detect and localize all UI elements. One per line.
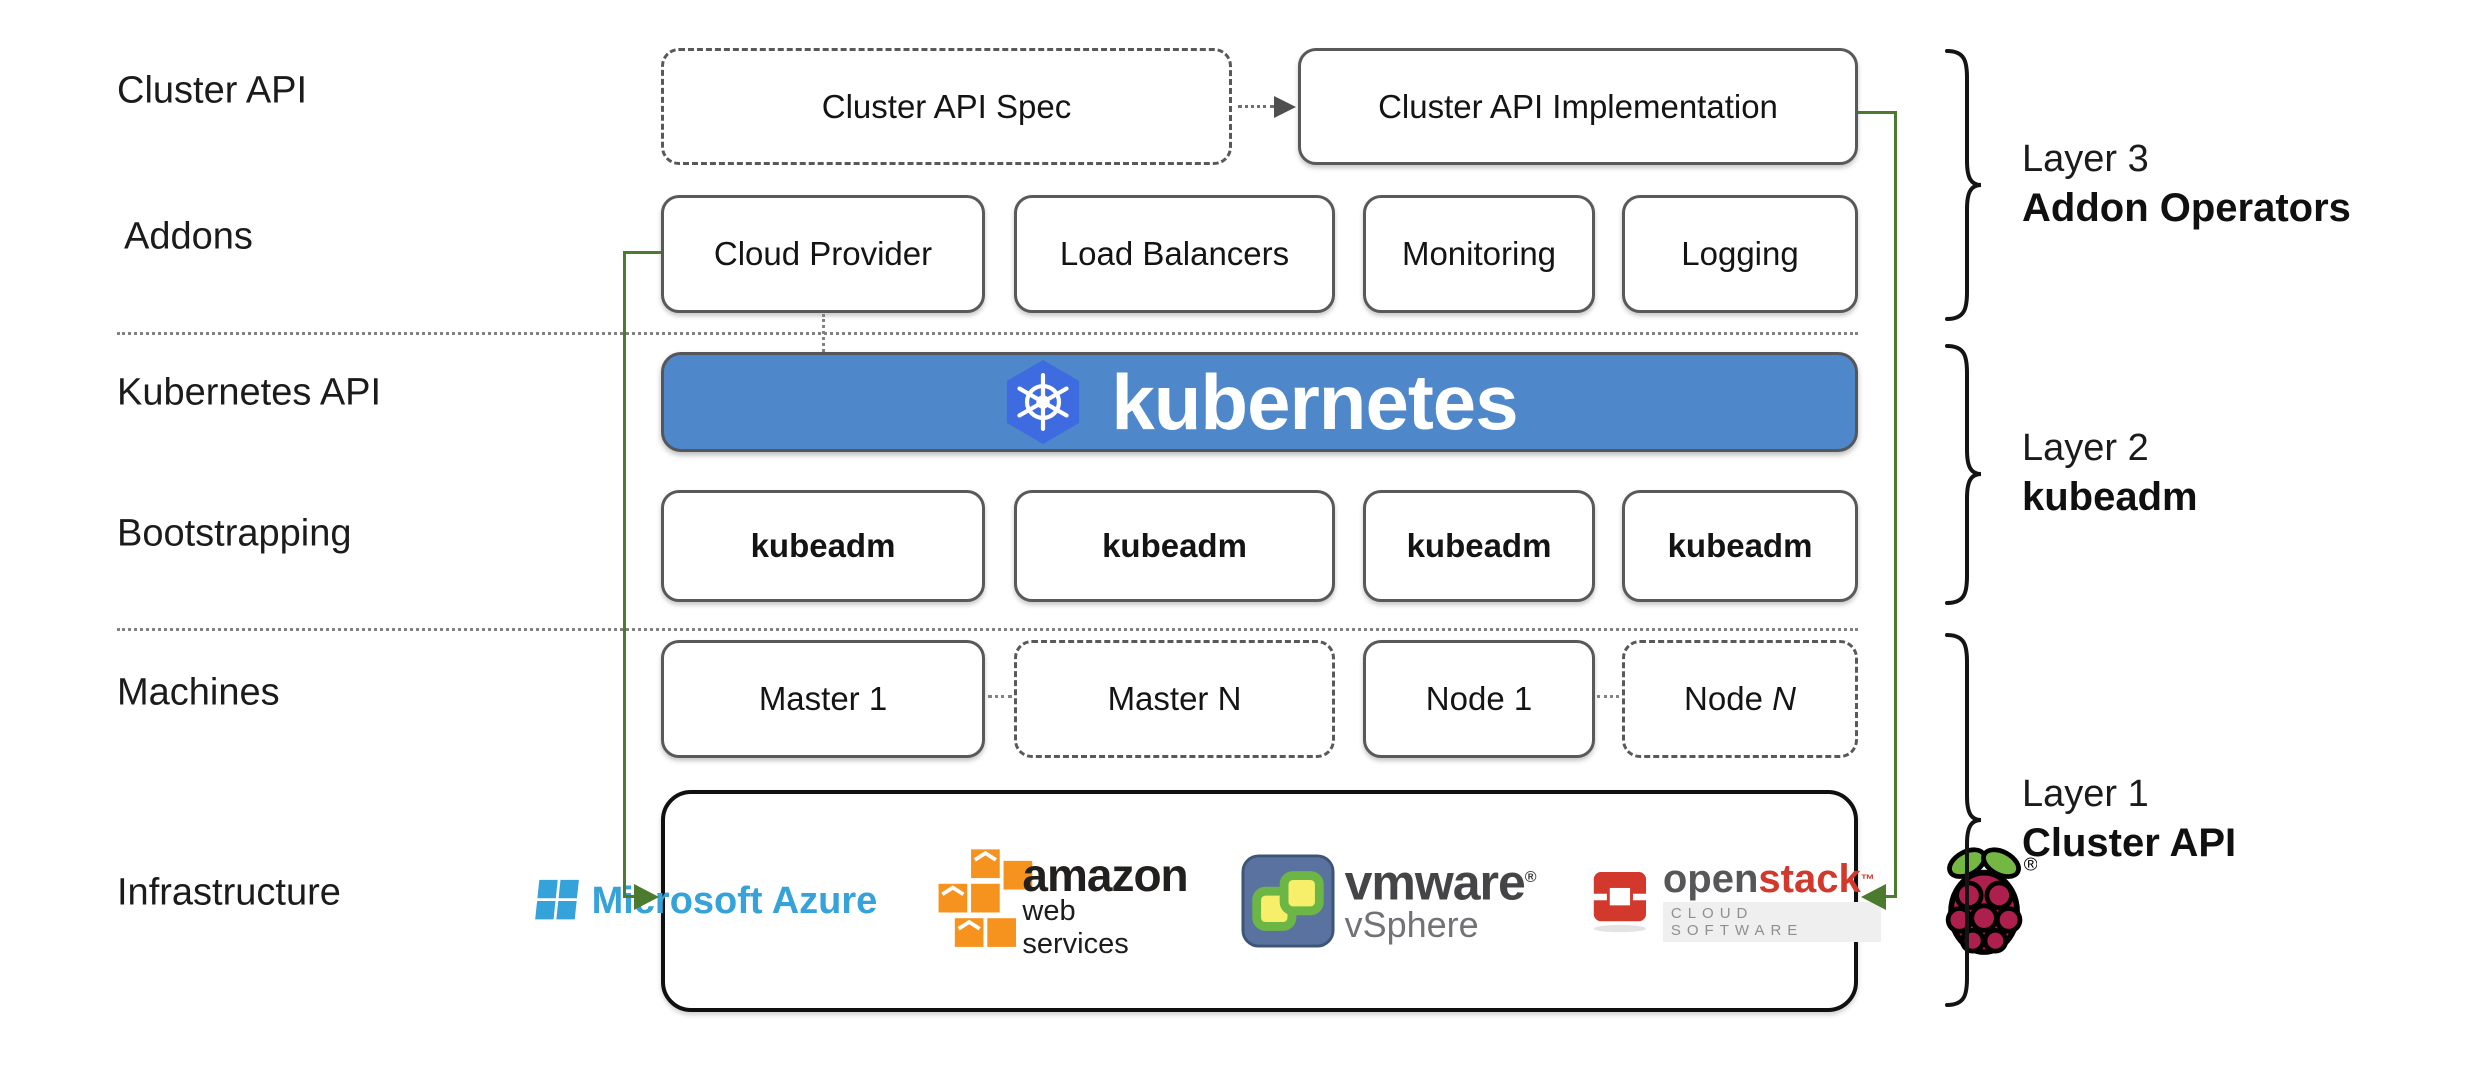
aws-logo-group: amazon web services <box>929 841 1189 961</box>
layer3-subtitle: Addon Operators <box>2022 186 2351 230</box>
openstack-text: openstack™ <box>1662 857 1875 901</box>
vmware-logo-group: vmware® vSphere <box>1241 854 1537 948</box>
layer2-title: Layer 2 <box>2022 427 2149 469</box>
box-kubeadm-3-label: kubeadm <box>1406 527 1552 564</box>
kubernetes-wordmark: kubernetes <box>1111 357 1518 446</box>
amazon-subtext: web services <box>1022 895 1129 960</box>
kubernetes-logo-icon <box>1007 360 1080 444</box>
box-master-n: Master N <box>1014 640 1335 758</box>
box-cloud-provider: Cloud Provider <box>661 195 985 313</box>
vmware-icon <box>1241 854 1335 948</box>
green-left-top-segment <box>623 251 661 254</box>
box-logging-label: Logging <box>1681 235 1799 272</box>
box-monitoring: Monitoring <box>1363 195 1595 313</box>
box-node-n-label: Node N <box>1684 680 1796 717</box>
openstack-subtext: CLOUD SOFTWARE <box>1662 902 1882 942</box>
box-cluster-api-implementation-label: Cluster API Implementation <box>1378 87 1778 125</box>
box-logging: Logging <box>1622 195 1858 313</box>
amazon-text: amazon <box>1022 849 1188 901</box>
node-dotted-connector <box>1597 695 1619 698</box>
box-node-1: Node 1 <box>1363 640 1595 758</box>
box-cluster-api-implementation: Cluster API Implementation <box>1298 48 1858 165</box>
row-label-bootstrapping: Bootstrapping <box>117 512 352 555</box>
openstack-logo-group: openstack™ CLOUD SOFTWARE <box>1587 857 1882 942</box>
layer1-subtitle: Cluster API <box>2022 821 2237 865</box>
box-load-balancers: Load Balancers <box>1014 195 1335 313</box>
row-label-machines: Machines <box>117 671 280 714</box>
layer1-brace-icon <box>1945 633 1982 1007</box>
green-right-vertical <box>1894 111 1897 897</box>
layer3-brace-icon <box>1945 49 1982 321</box>
infrastructure-box: Microsoft Azure amaz <box>534 790 2037 1012</box>
vmware-text: vmware® <box>1344 854 1537 911</box>
spec-to-impl-arrow-icon <box>1274 96 1296 118</box>
box-cloud-provider-label: Cloud Provider <box>713 235 933 272</box>
aws-icon <box>938 849 1033 947</box>
master-dotted-connector <box>988 695 1012 698</box>
box-monitoring-label: Monitoring <box>1401 235 1557 272</box>
box-kubeadm-2-label: kubeadm <box>1102 527 1247 564</box>
layer2-subtitle: kubeadm <box>2022 475 2198 519</box>
box-node-n: Node N <box>1622 640 1858 758</box>
vsphere-text: vSphere <box>1344 904 1479 946</box>
row-label-cluster-api: Cluster API <box>117 69 308 112</box>
box-kubeadm-4-label: kubeadm <box>1667 527 1813 564</box>
row-label-infrastructure: Infrastructure <box>117 871 341 914</box>
layer3-label: Layer 3 Addon Operators <box>2022 135 2351 233</box>
box-cluster-api-spec: Cluster API Spec <box>661 48 1232 165</box>
box-kubeadm-1: kubeadm <box>661 490 985 602</box>
box-kubeadm-3: kubeadm <box>1363 490 1595 602</box>
layer3-title: Layer 3 <box>2022 138 2149 180</box>
green-right-arrow-icon <box>1861 884 1886 910</box>
box-kubeadm-2: kubeadm <box>1014 490 1335 602</box>
layer1-title: Layer 1 <box>2022 773 2149 815</box>
separator-addons-kubernetes <box>117 332 1858 335</box>
box-cluster-api-spec-label: Cluster API Spec <box>821 87 1072 125</box>
kubernetes-banner: kubernetes <box>661 352 1858 452</box>
box-kubeadm-4: kubeadm <box>1622 490 1858 602</box>
openstack-icon <box>1587 871 1653 933</box>
box-master-n-label: Master N <box>1107 680 1242 717</box>
green-left-bottom-segment <box>623 895 639 898</box>
green-left-vertical <box>623 251 626 897</box>
azure-logo-group: Microsoft Azure <box>534 878 877 924</box>
box-load-balancers-label: Load Balancers <box>1059 235 1290 272</box>
box-node-1-label: Node 1 <box>1425 680 1533 717</box>
green-right-bottom-segment <box>1880 895 1897 898</box>
separator-bootstrapping-machines <box>117 628 1858 631</box>
row-label-addons: Addons <box>124 215 253 258</box>
layer1-label: Layer 1 Cluster API <box>2022 770 2236 868</box>
layer2-brace-icon <box>1945 344 1982 605</box>
box-master-1-label: Master 1 <box>758 680 888 717</box>
spec-to-impl-dotted-line <box>1238 105 1274 108</box>
svg-text:®: ® <box>2024 855 2037 876</box>
cloud-provider-dotted-drop <box>822 314 825 352</box>
green-right-top-segment <box>1858 111 1897 114</box>
azure-icon <box>534 879 579 920</box>
green-left-arrow-icon <box>634 884 659 910</box>
row-label-kubernetes-api: Kubernetes API <box>117 371 382 414</box>
box-master-1: Master 1 <box>661 640 985 758</box>
layer2-label: Layer 2 kubeadm <box>2022 424 2198 522</box>
box-kubeadm-1-label: kubeadm <box>750 527 896 564</box>
